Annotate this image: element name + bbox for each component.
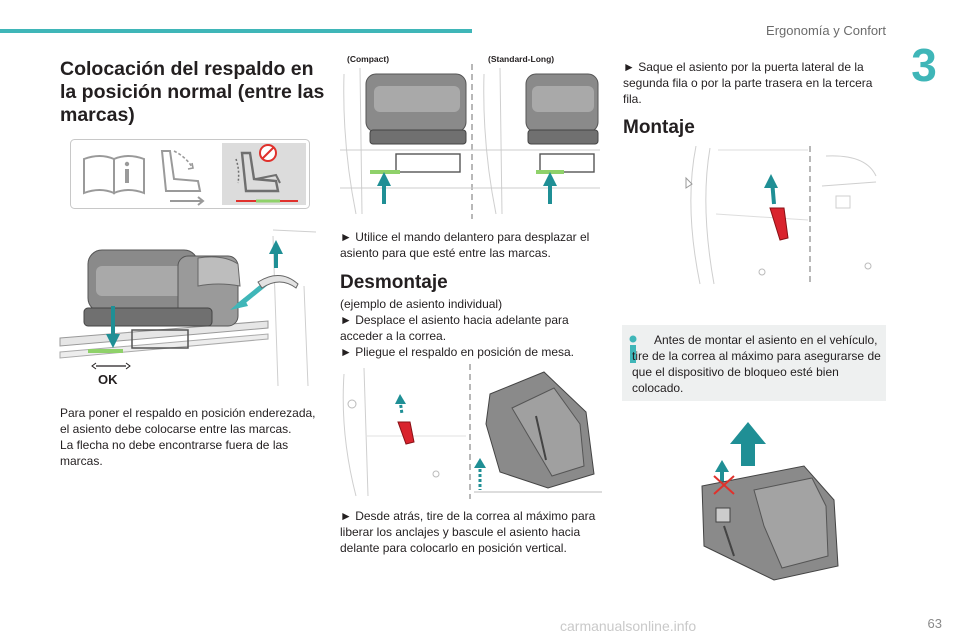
section-title-montaje: Montaje (623, 117, 695, 138)
ok-label: OK (98, 372, 118, 387)
watermark: carmanualsonline.info (560, 618, 697, 634)
step-line: ► Desplace el asiento hacia adelante par… (340, 313, 569, 343)
page-number: 63 (927, 616, 942, 631)
step-line: ► Pliegue el respaldo en posición de mes… (340, 345, 575, 359)
step-line: (ejemplo de asiento individual) (340, 297, 503, 311)
text-saque: ► Saque el asiento por la puerta lateral… (623, 60, 873, 106)
section-title-respaldo: Colocación del respaldo en la posición n… (60, 58, 325, 126)
label-standard-long: (Standard-Long) (488, 54, 555, 64)
book-info-icon (83, 155, 145, 195)
text-desmontaje-step3: ► Desde atrás, tire de la correa al máxi… (340, 509, 596, 555)
seat-adjust-icon (160, 150, 205, 206)
montaje-strap-illustration (676, 146, 884, 286)
paragraph-line: La flecha no debe encontrarse fuera de l… (60, 438, 289, 452)
section-title-desmontaje: Desmontaje (340, 272, 448, 293)
paragraph-line: marcas. (60, 454, 103, 468)
header-accent-bar (0, 29, 472, 33)
info-note: Antes de montar el asiento en el vehícul… (622, 325, 886, 401)
seat-remove-strap-illustration (340, 364, 602, 499)
text-desmontaje-steps: (ejemplo de asiento individual) ► Despla… (340, 296, 602, 360)
info-icon (629, 335, 637, 363)
chapter-number: 3 (911, 39, 937, 91)
seat-compact-illustration (340, 64, 470, 219)
seat-no-recline-icon (222, 143, 306, 205)
paragraph-line: Para poner el respaldo en posición ender… (60, 406, 316, 420)
pictogram-panel (70, 139, 310, 209)
text-mando: ► Utilice el mando delantero para despla… (340, 230, 590, 260)
seat-standard-long-illustration (470, 64, 600, 219)
seat-recline-illustration: OK (58, 226, 318, 391)
info-note-text: Antes de montar el asiento en el vehícul… (632, 333, 881, 395)
label-compact: (Compact) (347, 54, 390, 64)
montaje-seat-illustration (694, 416, 844, 584)
chapter-title: Ergonomía y Confort (766, 23, 886, 38)
paragraph-line: el asiento debe colocarse entre las marc… (60, 422, 292, 436)
paragraph-posicion: Para poner el respaldo en posición ender… (60, 405, 325, 469)
